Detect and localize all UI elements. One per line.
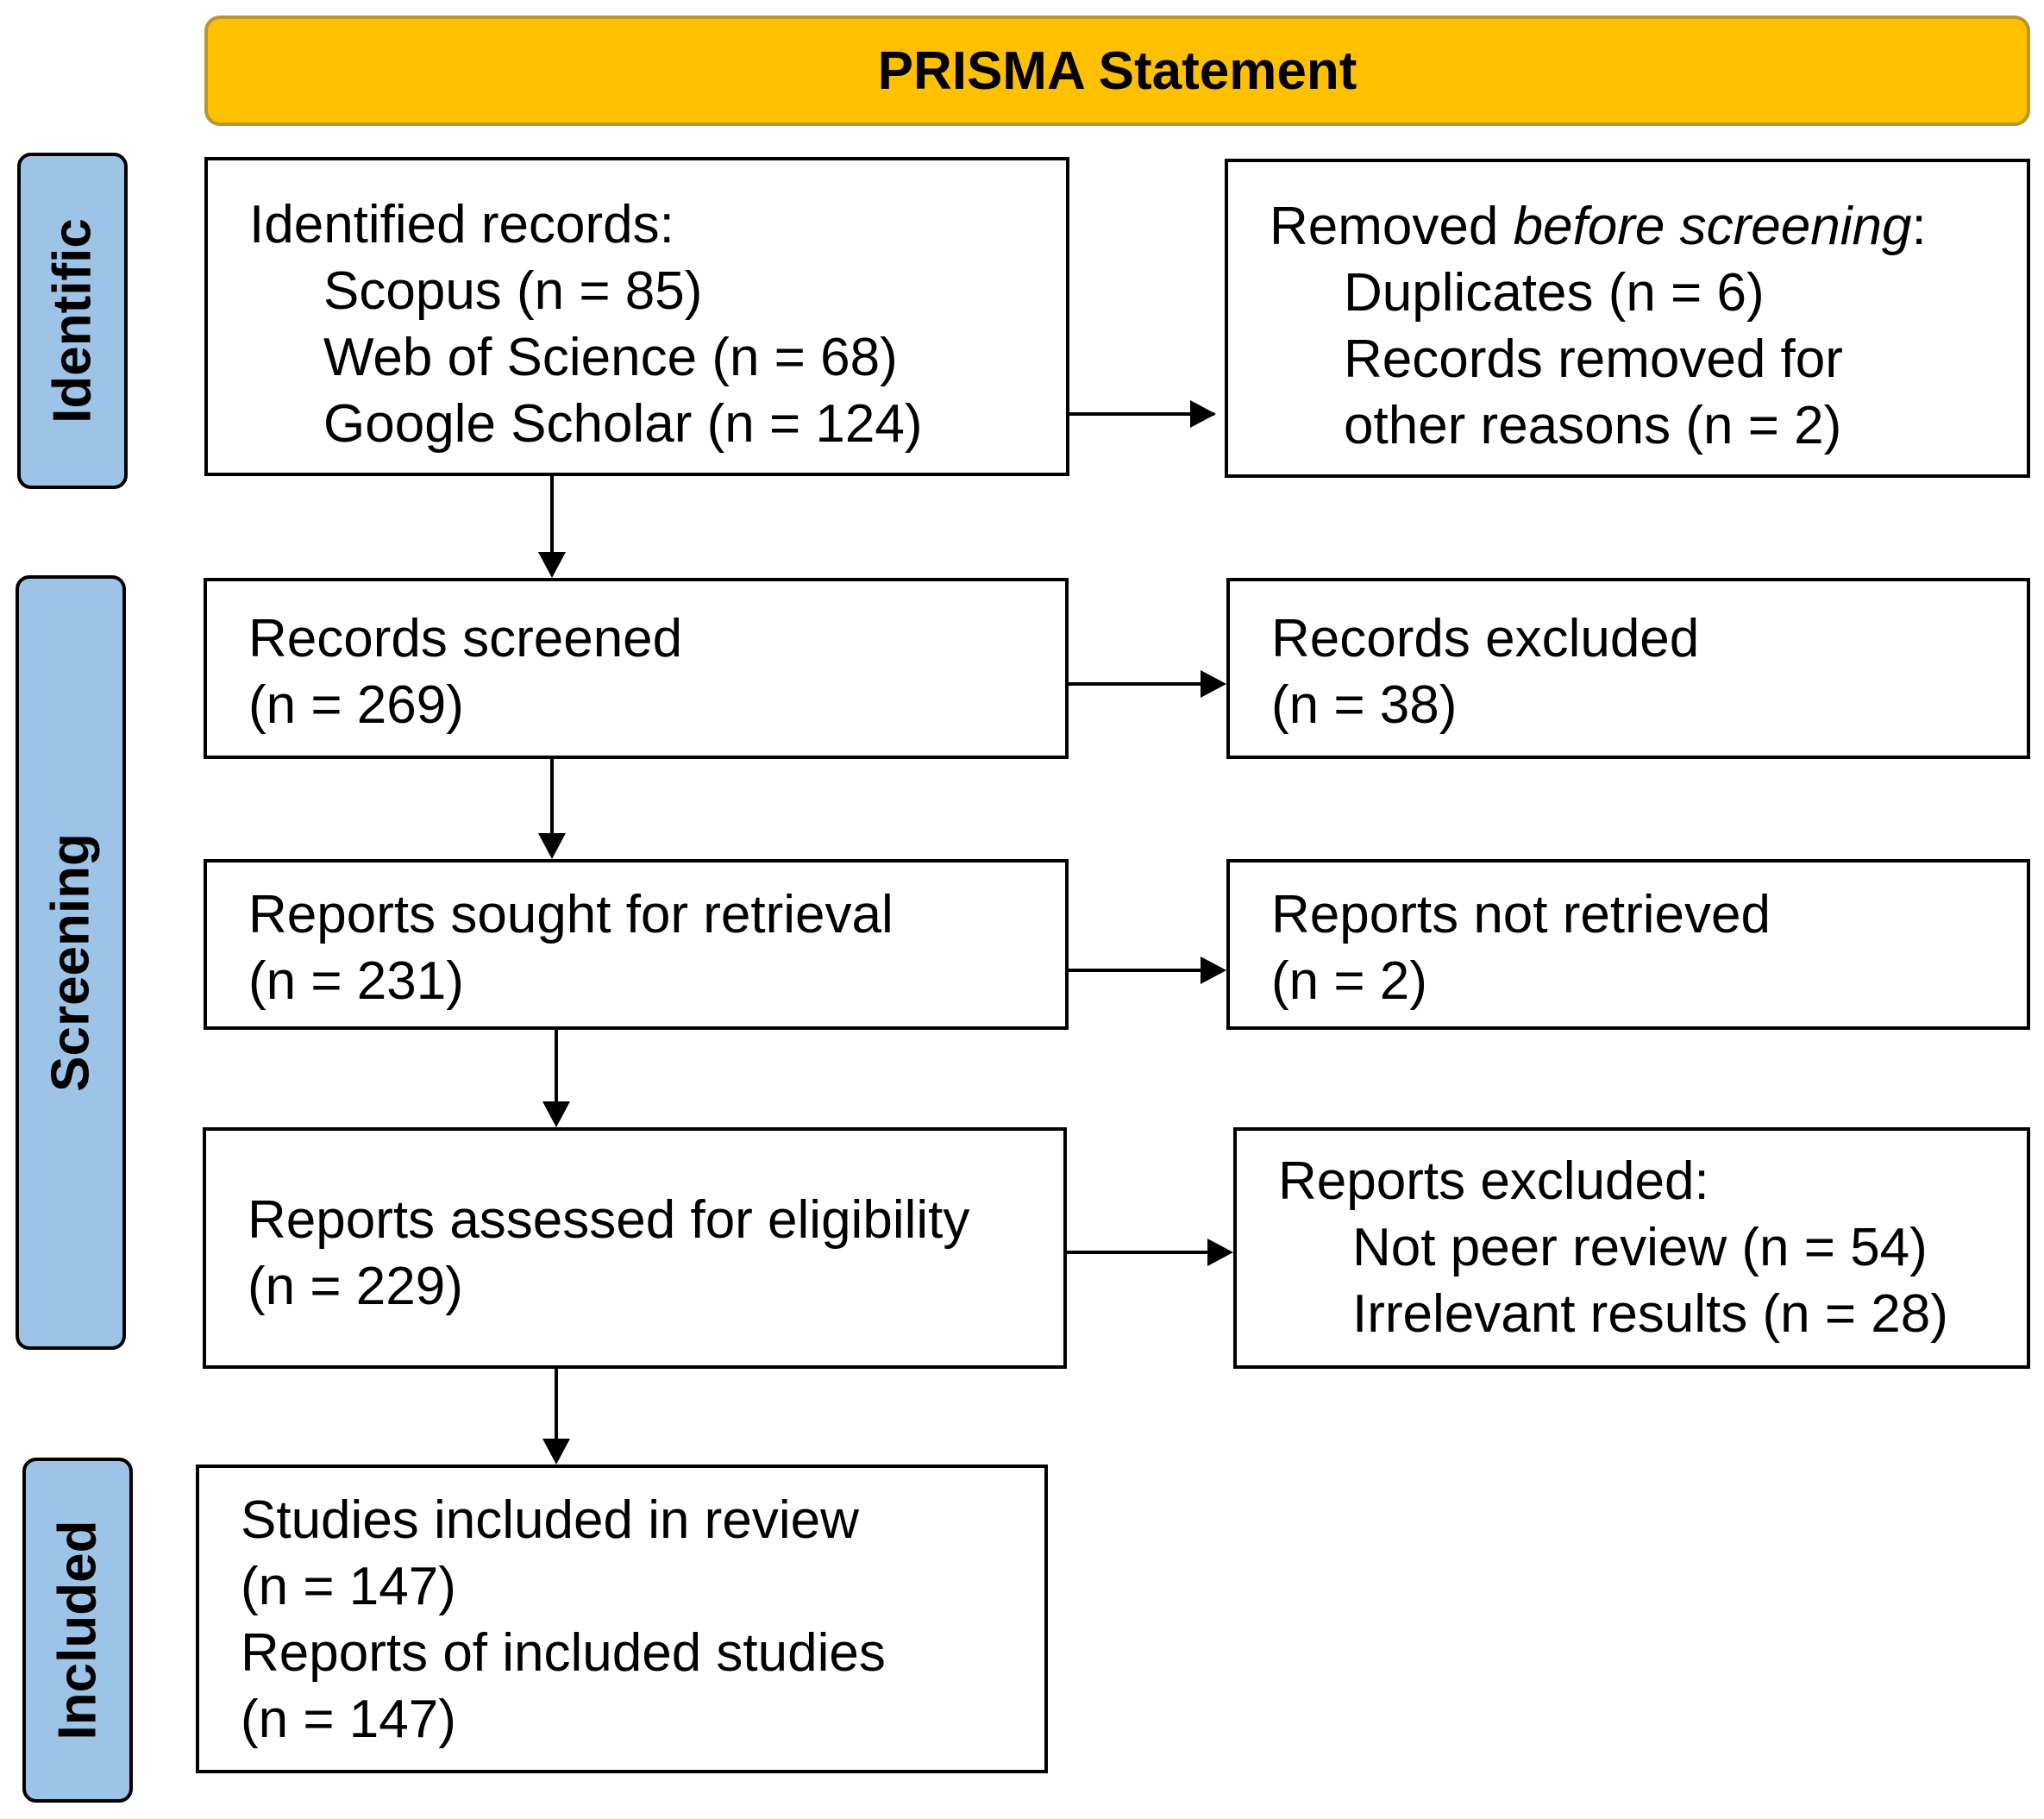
stage-identification-label: Identific	[42, 218, 103, 423]
removed-other-line2: other reasons (n = 2)	[1344, 396, 1842, 455]
arrowhead-4	[538, 833, 566, 859]
reports-assessed-count: (n = 229)	[248, 1257, 463, 1316]
source-scopus: Scopus (n = 85)	[323, 261, 703, 321]
reports-sought-label: Reports sought for retrieval	[248, 885, 893, 944]
reports-included-label: Reports of included studies	[241, 1623, 886, 1683]
records-screened-count: (n = 269)	[248, 675, 464, 735]
header-title: PRISMA Statement	[877, 41, 1357, 101]
removed-before-screening-box: Removed before screening: Duplicates (n …	[1225, 159, 2030, 478]
arrowhead-7	[1207, 1239, 1233, 1266]
source-web-of-science: Web of Science (n = 68)	[323, 328, 898, 387]
stage-identification: Identific	[17, 153, 128, 489]
reports-assessed-box: Reports assessed for eligibility (n = 22…	[203, 1127, 1067, 1369]
removed-title: Removed before screening:	[1270, 197, 1927, 256]
studies-included-count: (n = 147)	[241, 1557, 456, 1616]
stage-included: Included	[22, 1458, 133, 1803]
arrowhead-5	[1201, 957, 1226, 984]
excluded-irrelevant-results: Irrelevant results (n = 28)	[1352, 1284, 1948, 1344]
records-screened-label: Records screened	[248, 609, 683, 668]
identified-records-title: Identified records:	[249, 195, 674, 254]
reports-not-retrieved-label: Reports not retrieved	[1271, 885, 1771, 944]
reports-included-count: (n = 147)	[241, 1690, 456, 1749]
removed-other-line1: Records removed for	[1344, 329, 1843, 389]
prisma-header: PRISMA Statement	[204, 16, 2030, 126]
studies-included-label: Studies included in review	[241, 1490, 859, 1550]
reports-excluded-title: Reports excluded:	[1278, 1151, 1709, 1211]
reports-excluded-box: Reports excluded: Not peer review (n = 5…	[1233, 1127, 2030, 1369]
stage-screening: Screening	[16, 575, 126, 1350]
excluded-not-peer-review: Not peer review (n = 54)	[1352, 1218, 1928, 1277]
records-excluded-label: Records excluded	[1271, 609, 1700, 668]
records-excluded-box: Records excluded (n = 38)	[1226, 578, 2030, 759]
reports-sought-box: Reports sought for retrieval (n = 231)	[204, 859, 1069, 1030]
arrowhead-3	[1201, 670, 1226, 698]
arrowhead-2	[538, 552, 566, 578]
studies-included-box: Studies included in review (n = 147) Rep…	[196, 1465, 1048, 1773]
stage-screening-label: Screening	[41, 833, 101, 1092]
arrowhead-8	[542, 1439, 570, 1465]
reports-assessed-label: Reports assessed for eligibility	[248, 1190, 970, 1250]
records-excluded-count: (n = 38)	[1271, 675, 1458, 735]
reports-not-retrieved-box: Reports not retrieved (n = 2)	[1226, 859, 2030, 1030]
records-screened-box: Records screened (n = 269)	[204, 578, 1069, 759]
removed-duplicates: Duplicates (n = 6)	[1344, 263, 1765, 323]
reports-not-retrieved-count: (n = 2)	[1271, 951, 1427, 1011]
stage-included-label: Included	[47, 1520, 108, 1741]
source-google-scholar: Google Scholar (n = 124)	[323, 394, 923, 454]
identified-records-box: Identified records: Scopus (n = 85) Web …	[204, 157, 1069, 476]
reports-sought-count: (n = 231)	[248, 951, 464, 1011]
arrowhead-6	[542, 1101, 570, 1127]
arrowhead-1	[1190, 400, 1216, 428]
